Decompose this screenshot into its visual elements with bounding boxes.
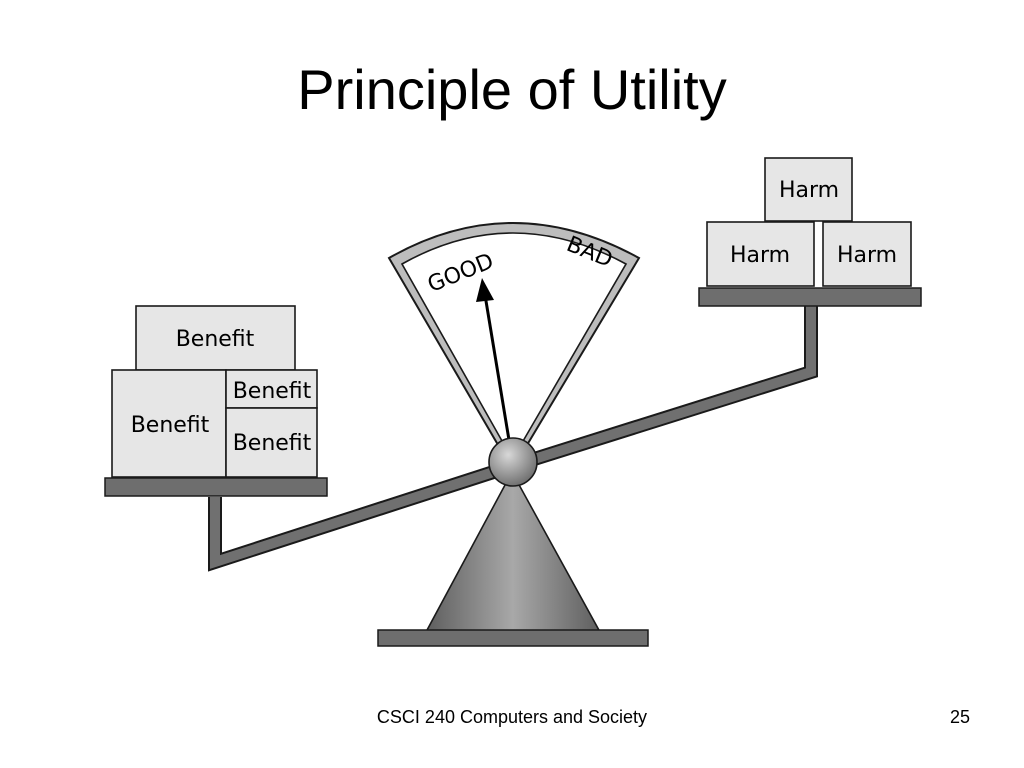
benefit-label: Benefit bbox=[233, 431, 312, 456]
needle-arrowhead bbox=[476, 278, 494, 302]
left-pan bbox=[104, 477, 328, 497]
harm-block: Harm bbox=[706, 221, 815, 287]
harm-label: Harm bbox=[837, 243, 897, 268]
benefit-block: Benefit bbox=[225, 369, 318, 409]
benefit-label: Benefit bbox=[233, 379, 312, 404]
left-pan-tray bbox=[104, 477, 328, 497]
harm-label: Harm bbox=[730, 243, 790, 268]
stand-cone bbox=[424, 470, 602, 633]
benefit-block: Benefit bbox=[111, 369, 227, 478]
harm-block: Harm bbox=[822, 221, 912, 287]
harm-block: Harm bbox=[764, 157, 853, 222]
benefit-block: Benefit bbox=[225, 407, 318, 478]
benefit-label: Benefit bbox=[131, 413, 210, 438]
right-pan bbox=[698, 287, 922, 307]
stand-base bbox=[377, 629, 649, 647]
dial-needle bbox=[483, 294, 511, 441]
page-number: 25 bbox=[949, 707, 970, 727]
benefit-block: Benefit bbox=[135, 305, 296, 371]
footer-course-title: CSCI 240 Computers and Society bbox=[376, 707, 648, 727]
harm-label: Harm bbox=[779, 178, 839, 203]
right-pan-tray bbox=[698, 287, 922, 307]
dial-face bbox=[400, 232, 628, 449]
pivot-ball bbox=[488, 437, 538, 487]
utility-dial: GOOD BAD bbox=[387, 222, 641, 451]
slide-title: Principle of Utility bbox=[297, 58, 727, 121]
benefit-label: Benefit bbox=[176, 327, 255, 352]
